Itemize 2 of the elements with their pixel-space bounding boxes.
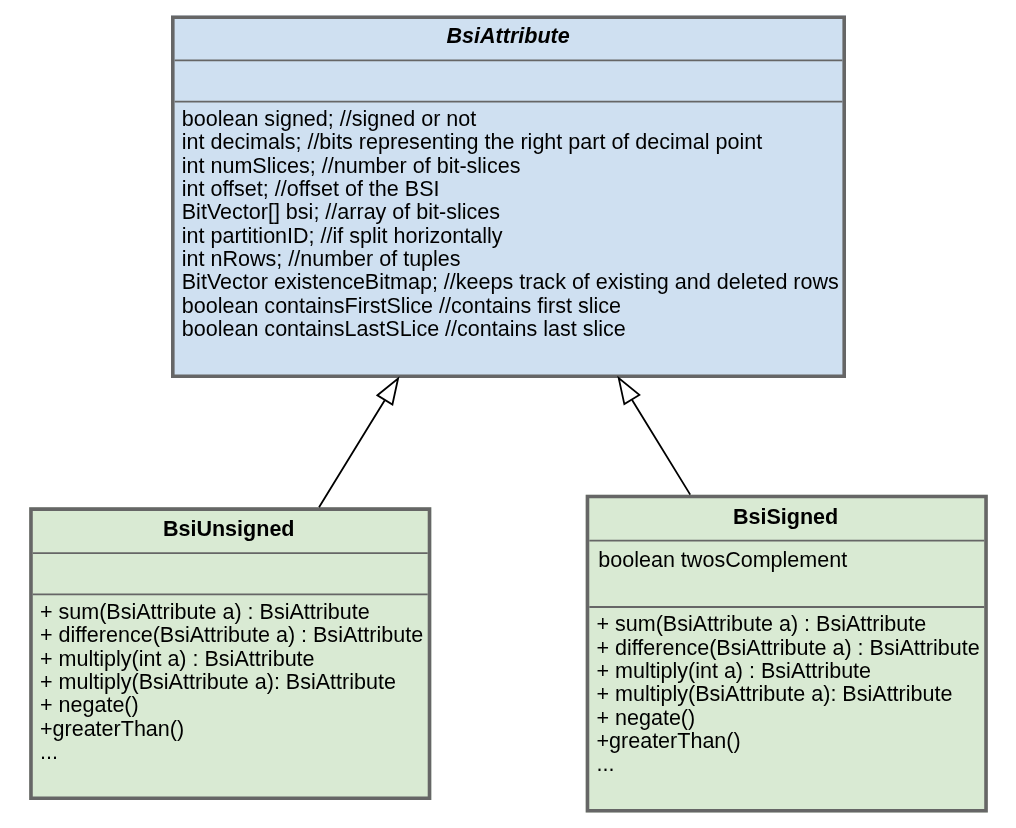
arrow [317, 376, 399, 509]
arrow [616, 375, 691, 496]
